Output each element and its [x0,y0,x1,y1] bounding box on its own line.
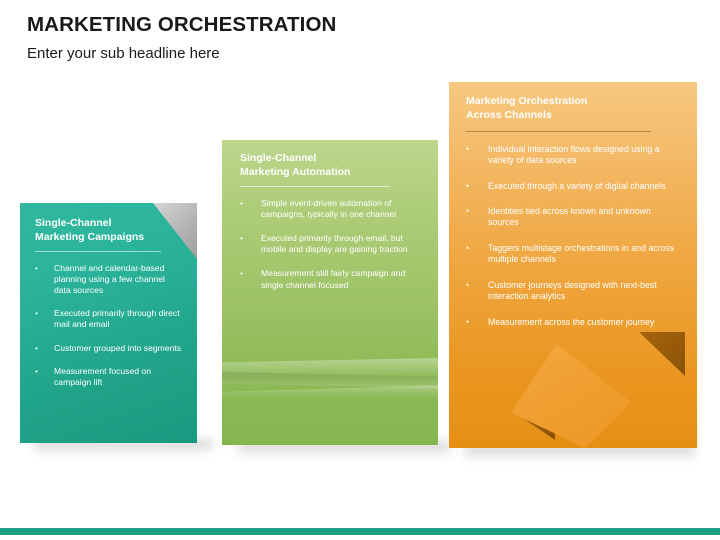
card-divider [35,250,161,252]
list-item: • Executed primarily through direct mail… [35,308,183,330]
card-content-orange: Marketing Orchestration Across Channels … [449,82,697,448]
list-item-text: Measurement still fairly campaign and si… [261,268,406,290]
card-title: Single-Channel Marketing Campaigns [35,217,145,243]
card-background-teal [20,203,197,443]
list-item: • Executed primarily through email, but … [240,233,424,255]
list-item: • Simple event-driven automation of camp… [240,198,424,220]
card-title: Marketing Orchestration Across Channels [466,95,588,121]
card-shadow-green [238,442,450,457]
card-title: Single-Channel Marketing Automation [240,152,351,178]
bullet-dot-icon: • [240,197,244,208]
list-item-text: Simple event-driven automation of campai… [261,197,397,219]
list-item-text: Channel and calendar-based planning usin… [54,262,165,296]
bullet-dot-icon: • [35,262,39,273]
card-divider [466,130,651,132]
list-item-text: Measurement focused on campaign lift [54,365,151,387]
card-single-channel-marketing-automation[interactable]: Single-Channel Marketing Automation • Si… [222,140,438,445]
list-item-text: Taggers multistage orchestrations in and… [488,242,675,265]
list-item: • Customer journeys designed with next-b… [466,280,683,303]
card-shadow-orange [465,445,695,461]
list-item-text: Measurement across the customer joumey [488,316,655,327]
card-bullet-list: • Simple event-driven automation of camp… [240,198,424,291]
bullet-dot-icon: • [35,342,39,353]
list-item: • Measurement still fairly campaign and … [240,268,424,290]
bottom-accent-bar [0,528,720,535]
list-item: • Taggers multistage orchestrations in a… [466,243,683,266]
paper-fold-crease [222,358,438,378]
card-shadow-teal [34,440,212,454]
slide-header: MARKETING ORCHESTRATION Enter your sub h… [27,13,337,62]
page-title: MARKETING ORCHESTRATION [27,13,337,36]
list-item: • Measurement across the customer joumey [466,317,683,328]
list-item: • Executed through a variety of digital … [466,181,683,192]
card-content-green: Single-Channel Marketing Automation • Si… [222,140,438,445]
card-divider [240,185,390,187]
list-item-text: Customer grouped into segments [54,342,182,353]
bullet-dot-icon: • [35,365,39,376]
card-marketing-orchestration-across-channels[interactable]: Marketing Orchestration Across Channels … [449,82,697,448]
card-bullet-list: • Individual interaction flows designed … [466,144,683,328]
bullet-dot-icon: • [466,316,470,327]
bullet-dot-icon: • [466,143,470,154]
card-single-channel-marketing-campaigns[interactable]: Single-Channel Marketing Campaigns • Cha… [20,203,197,443]
list-item: • Channel and calendar-based planning us… [35,263,183,297]
list-item: • Measurement focused on campaign lift [35,366,183,388]
paper-fold-crease [222,372,438,388]
bullet-dot-icon: • [466,242,470,253]
list-item-text: Executed primarily through direct mail a… [54,308,180,330]
bullet-dot-icon: • [466,205,470,216]
bullet-dot-icon: • [466,180,470,191]
list-item: • Customer grouped into segments [35,343,183,354]
list-item-text: Executed primarily through email, but mo… [261,233,408,255]
list-item: • Identities tied across known and unkno… [466,206,683,229]
list-item-text: Customer journeys designed with next-bes… [488,279,657,302]
list-item: • Individual interaction flows designed … [466,144,683,167]
list-item-text: Identities tied across known and unknown… [488,205,651,228]
card-content-teal: Single-Channel Marketing Campaigns • Cha… [20,203,197,443]
bullet-dot-icon: • [240,268,244,279]
card-bullet-list: • Channel and calendar-based planning us… [35,263,183,388]
list-item-text: Executed through a variety of digital ch… [488,180,666,191]
card-background-green [222,140,438,445]
bullet-dot-icon: • [466,279,470,290]
bullet-dot-icon: • [35,308,39,319]
bullet-dot-icon: • [240,233,244,244]
page-subtitle: Enter your sub headline here [27,44,220,62]
list-item-text: Individual interaction flows designed us… [488,143,660,166]
